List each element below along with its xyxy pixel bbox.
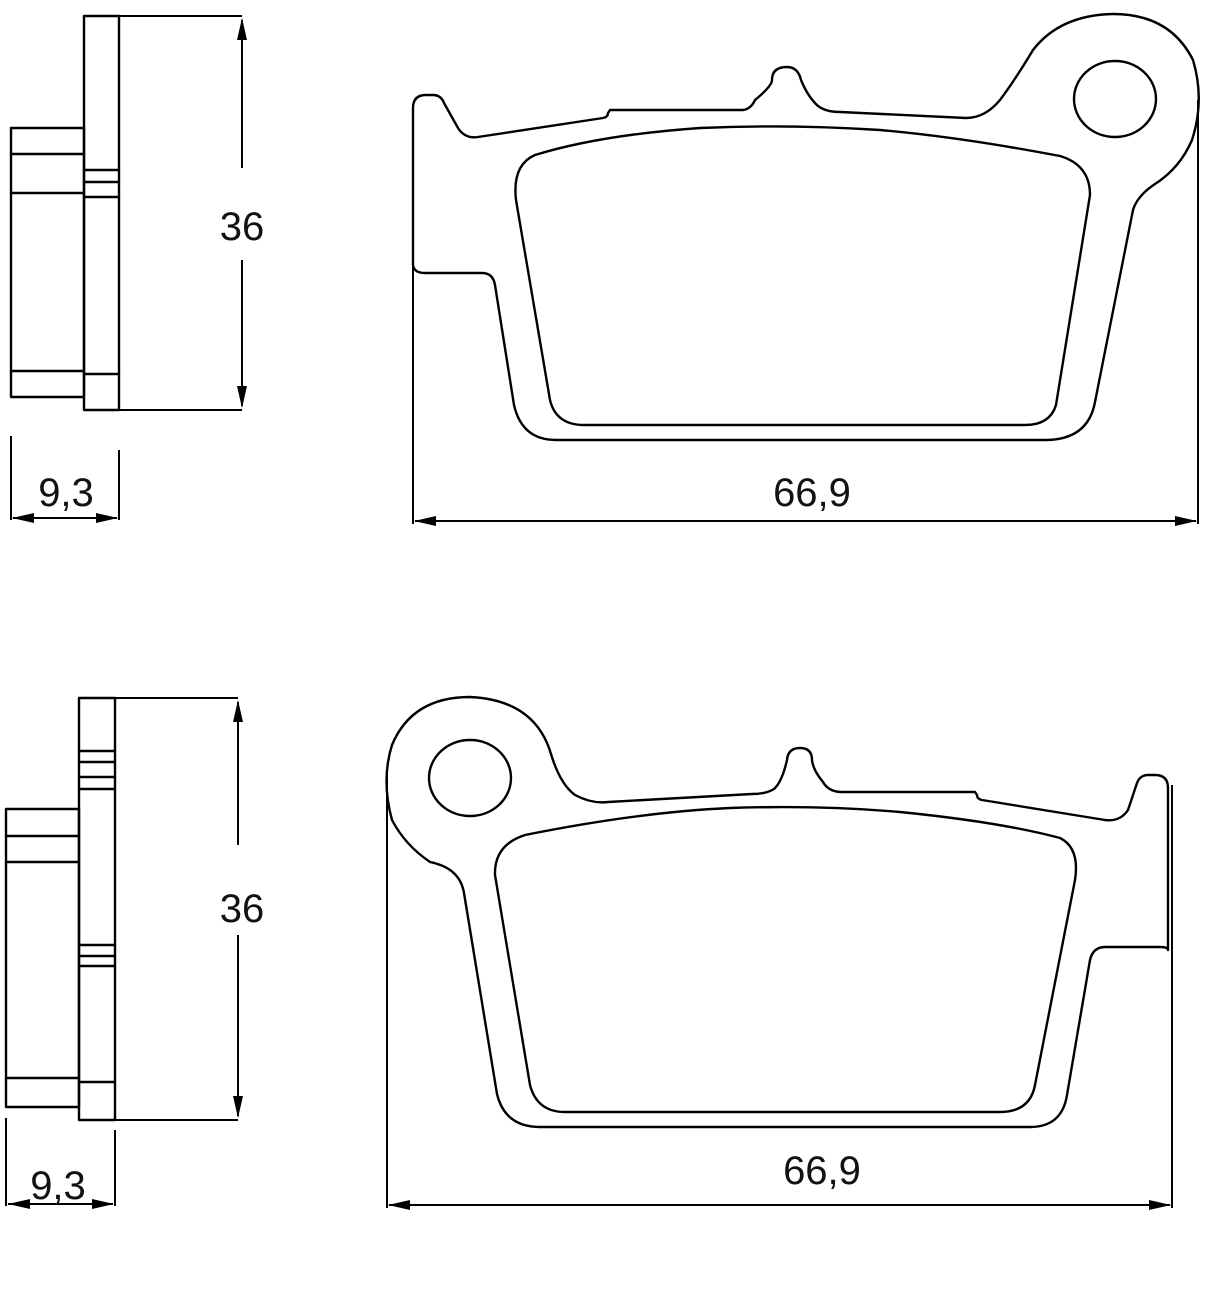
bottom-pad-drawing: 36 9,3 66,9 <box>4 695 1173 1210</box>
arrow-left-icon <box>414 516 436 526</box>
top-front-view <box>411 12 1200 442</box>
backplate-outline <box>411 12 1200 442</box>
arrow-up-icon <box>237 18 247 40</box>
arrow-right-icon <box>92 1199 114 1209</box>
arrow-down-icon <box>237 386 247 408</box>
thickness-label: 9,3 <box>30 1164 86 1208</box>
top-pad-drawing: 36 9,3 66,9 <box>9 12 1200 526</box>
arrow-left-icon <box>12 513 34 523</box>
bottom-front-view <box>385 695 1170 1129</box>
thickness-label: 9,3 <box>38 471 94 515</box>
top-width-dimension: 66,9 <box>412 100 1199 526</box>
height-label: 36 <box>220 887 265 931</box>
arrow-right-icon <box>96 513 118 523</box>
arrow-down-icon <box>233 1096 243 1118</box>
friction-block <box>9 126 86 399</box>
backplate <box>82 14 121 412</box>
bottom-height-dimension: 36 <box>115 697 265 1121</box>
arrow-up-icon <box>233 700 243 722</box>
arrow-right-icon <box>1149 1200 1171 1210</box>
bottom-side-view <box>4 696 117 1122</box>
mounting-hole <box>1072 59 1158 139</box>
top-height-dimension: 36 <box>119 15 265 411</box>
height-label: 36 <box>220 205 265 249</box>
arrow-left-icon <box>388 1200 410 1210</box>
top-side-view <box>9 14 121 412</box>
mounting-hole <box>427 738 513 818</box>
backplate <box>77 696 117 1122</box>
arrow-right-icon <box>1175 516 1197 526</box>
width-label: 66,9 <box>773 471 851 515</box>
friction-material-outline <box>493 805 1078 1114</box>
backplate-outline <box>385 695 1170 1129</box>
arrow-left-icon <box>8 1199 30 1209</box>
top-thickness-dimension: 9,3 <box>10 436 120 523</box>
bottom-thickness-dimension: 9,3 <box>5 1118 116 1209</box>
friction-block <box>4 807 81 1109</box>
width-label: 66,9 <box>783 1149 861 1193</box>
friction-material-outline <box>514 125 1092 427</box>
bottom-width-dimension: 66,9 <box>386 770 1173 1210</box>
